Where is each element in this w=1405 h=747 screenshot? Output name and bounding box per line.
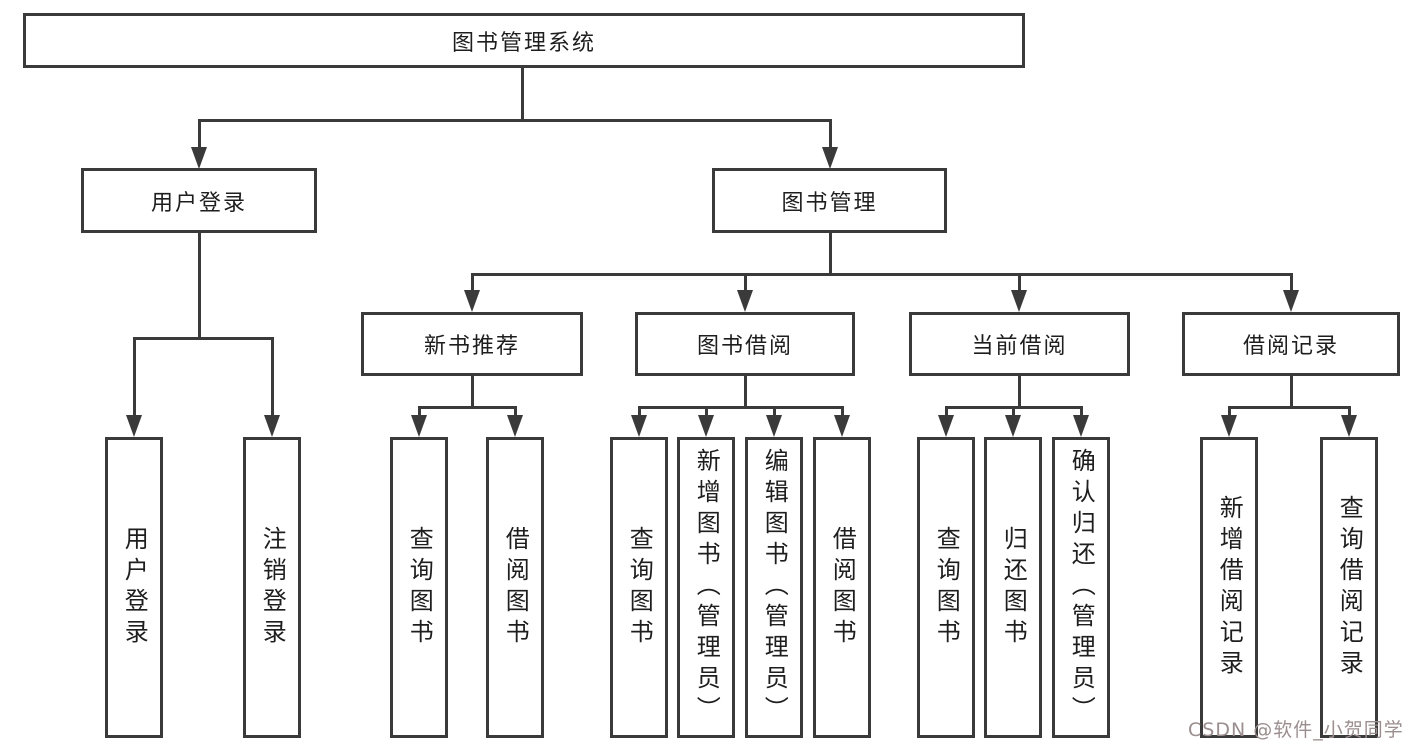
- connector-line: [418, 406, 421, 417]
- node-user-login: 用户登录: [81, 168, 317, 233]
- connector-line: [1290, 273, 1293, 292]
- connector-arrow: [631, 415, 647, 437]
- connector-line: [1018, 376, 1021, 406]
- connector-line: [744, 376, 747, 406]
- node-label: 新增借阅记录: [1215, 494, 1244, 681]
- node-current-borrowing: 当前借阅: [909, 312, 1130, 376]
- connector-line: [1018, 273, 1021, 292]
- connector-line: [638, 406, 844, 409]
- node-label: 归还图书: [999, 525, 1028, 650]
- connector-line: [1012, 406, 1015, 417]
- connector-arrow: [1005, 415, 1021, 437]
- node-user-login-leaf: 用户登录: [105, 437, 163, 738]
- node-add-book-admin: 新增图书（管理员）: [677, 437, 735, 738]
- connector-arrow: [126, 415, 142, 437]
- connector-line: [514, 406, 517, 417]
- node-label: 查询图书: [405, 525, 434, 650]
- node-edit-book-admin: 编辑图书（管理员）: [745, 437, 803, 738]
- connector-arrow: [191, 147, 207, 169]
- node-label: 注销登录: [258, 525, 287, 650]
- node-return-book: 归还图书: [984, 437, 1042, 738]
- node-borrowing-records: 借阅记录: [1182, 312, 1400, 376]
- node-confirm-return-admin: 确认归还（管理员）: [1052, 437, 1110, 738]
- node-label: 用户登录: [150, 190, 247, 216]
- connector-arrow: [822, 147, 838, 169]
- connector-line: [829, 119, 832, 149]
- connector-arrow: [1283, 290, 1299, 312]
- node-label: 查询借阅记录: [1335, 494, 1364, 681]
- connector-line: [198, 233, 201, 337]
- connector-arrow: [464, 290, 480, 312]
- node-query-borrow-record: 查询借阅记录: [1320, 437, 1378, 738]
- connector-line: [638, 406, 641, 417]
- connector-line: [198, 119, 201, 149]
- node-label: 当前借阅: [971, 334, 1068, 359]
- node-label: 查询图书: [932, 525, 961, 650]
- node-label: 借阅图书: [501, 525, 530, 650]
- node-label: 新书推荐: [423, 334, 520, 359]
- node-query-books-borrowing: 查询图书: [610, 437, 668, 738]
- node-label: 用户登录: [120, 525, 149, 650]
- connector-line: [133, 337, 136, 417]
- connector-line: [1228, 406, 1351, 409]
- connector-line: [945, 406, 948, 417]
- node-borrow-books-recommend: 借阅图书: [486, 437, 544, 738]
- node-logout: 注销登录: [243, 437, 301, 738]
- connector-arrow: [766, 415, 782, 437]
- connector-line: [133, 337, 274, 340]
- watermark: CSDN @软件_小贺同学: [1188, 719, 1404, 741]
- connector-arrow: [1221, 415, 1237, 437]
- connector-arrow: [737, 290, 753, 312]
- connector-line: [773, 406, 776, 417]
- node-new-book-recommend: 新书推荐: [361, 312, 583, 376]
- node-label: 借阅记录: [1242, 334, 1339, 359]
- connector-line: [521, 68, 524, 119]
- connector-arrow: [1011, 290, 1027, 312]
- connector-line: [271, 337, 274, 417]
- node-add-borrow-record: 新增借阅记录: [1200, 437, 1258, 738]
- connector-arrow: [834, 415, 850, 437]
- connector-line: [198, 119, 832, 122]
- connector-line: [1080, 406, 1083, 417]
- connector-line: [841, 406, 844, 417]
- node-label: 图书借阅: [696, 334, 793, 359]
- node-root: 图书管理系统: [23, 13, 1025, 68]
- node-label: 确认归还（管理员）: [1067, 448, 1096, 727]
- connector-line: [471, 273, 474, 292]
- connector-arrow: [507, 415, 523, 437]
- connector-arrow: [411, 415, 427, 437]
- node-label: 图书管理: [781, 190, 878, 216]
- connector-arrow: [264, 415, 280, 437]
- node-label: 编辑图书（管理员）: [760, 448, 789, 727]
- connector-arrow: [938, 415, 954, 437]
- connector-line: [829, 233, 832, 273]
- node-label: 借阅图书: [828, 525, 857, 650]
- connector-line: [1290, 376, 1293, 406]
- connector-line: [1228, 406, 1231, 417]
- node-query-books-recommend: 查询图书: [390, 437, 448, 738]
- connector-arrow: [1341, 415, 1357, 437]
- connector-line: [705, 406, 708, 417]
- connector-line: [1348, 406, 1351, 417]
- node-borrow-books: 借阅图书: [813, 437, 871, 738]
- node-book-management: 图书管理: [712, 168, 947, 233]
- node-book-borrowing: 图书借阅: [635, 312, 855, 376]
- node-label: 图书管理系统: [451, 30, 596, 56]
- connector-arrow: [1073, 415, 1089, 437]
- connector-line: [471, 273, 1293, 276]
- node-label: 新增图书（管理员）: [692, 448, 721, 727]
- connector-arrow: [698, 415, 714, 437]
- connector-line: [471, 376, 474, 406]
- node-label: 查询图书: [625, 525, 654, 650]
- connector-line: [418, 406, 517, 409]
- connector-line: [744, 273, 747, 292]
- node-query-books-current: 查询图书: [917, 437, 975, 738]
